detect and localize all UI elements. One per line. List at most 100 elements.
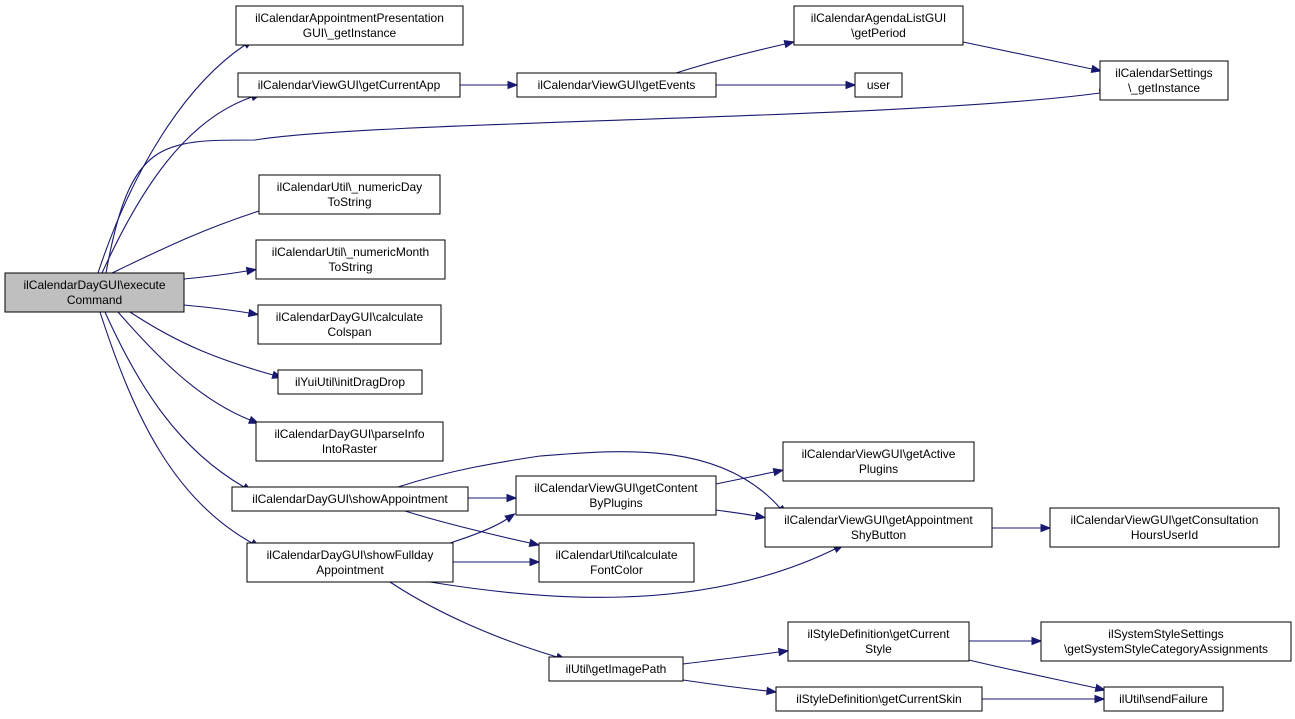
node-label: ilCalendarUtil\_numericMonth — [272, 245, 429, 259]
arrowhead — [504, 513, 516, 523]
node-box — [277, 369, 423, 395]
node-label: Colspan — [327, 325, 371, 339]
arrowhead — [247, 308, 260, 318]
node-box — [538, 542, 695, 583]
node-imagepath[interactable]: ilUtil\getImagePath — [548, 656, 684, 682]
edge-line — [104, 311, 245, 488]
node-calsettings[interactable]: ilCalendarSettings\_getInstance — [1099, 60, 1229, 101]
arrowhead — [1094, 694, 1106, 704]
node-label: ilCalendarAppointmentPresentation — [255, 11, 444, 25]
node-label: ilUtil\sendFailure — [1119, 692, 1208, 706]
edge-contentplugins-to-shybutton — [715, 509, 767, 521]
edge-currentstyle-to-sendfailure — [968, 659, 1107, 693]
edge-getevents-to-user — [716, 80, 857, 90]
edge-line — [183, 304, 250, 314]
node-box — [548, 656, 684, 682]
node-box — [231, 486, 469, 512]
edge-root-to-getcurrentapp — [101, 93, 262, 274]
node-label: ilCalendarSettings — [1115, 66, 1212, 80]
node-box — [793, 5, 964, 46]
node-label: GUI\_getInstance — [303, 26, 397, 40]
arrowhead — [528, 538, 541, 548]
node-label: ilStyleDefinition\getCurrentSkin — [796, 692, 961, 706]
arrowhead — [754, 511, 767, 521]
edge-showappt-to-fontcolor — [404, 510, 541, 548]
edge-root-to-showappt — [104, 311, 253, 493]
edge-line — [389, 581, 558, 658]
node-label: ilCalendarViewGUI\getCurrentApp — [258, 78, 441, 92]
edge-line — [968, 659, 1097, 689]
edge-currentstyle-to-systemstyle — [969, 636, 1043, 646]
node-box — [775, 686, 983, 712]
node-apptpres[interactable]: ilCalendarAppointmentPresentationGUI\_ge… — [235, 5, 464, 46]
arrowhead — [1031, 636, 1043, 646]
node-box — [516, 72, 717, 98]
edge-root-to-parseinfo — [117, 311, 260, 424]
edge-line — [101, 96, 253, 274]
node-label: IntoRaster — [322, 442, 377, 456]
node-label: ShyButton — [851, 528, 906, 542]
node-box — [255, 239, 446, 280]
node-label: Command — [67, 293, 122, 307]
node-label: user — [867, 78, 890, 92]
node-systemstyle[interactable]: ilSystemStyleSettings\getSystemStyleCate… — [1040, 621, 1292, 662]
node-label: ilCalendarUtil\_numericDay — [277, 180, 422, 194]
edge-root-to-showfullday — [99, 311, 262, 549]
edge-imagepath-to-currentskin — [682, 679, 778, 696]
node-getcurrentapp[interactable]: ilCalendarViewGUI\getCurrentApp — [237, 72, 461, 98]
node-label: ilCalendarViewGUI\getContent — [534, 481, 698, 495]
edge-currentskin-to-sendfailure — [982, 694, 1106, 704]
node-label: Appointment — [316, 563, 384, 577]
node-label: ByPlugins — [589, 496, 642, 510]
edge-line — [183, 270, 248, 280]
node-consultation[interactable]: ilCalendarViewGUI\getConsultationHoursUs… — [1049, 507, 1280, 548]
node-label: ToString — [327, 195, 371, 209]
node-user[interactable]: user — [854, 72, 903, 98]
edge-root-to-nummonth — [183, 266, 258, 280]
edge-line — [715, 509, 757, 517]
node-getevents[interactable]: ilCalendarViewGUI\getEvents — [516, 72, 717, 98]
edge-line — [111, 209, 263, 274]
node-box — [4, 272, 185, 313]
node-box — [787, 621, 970, 662]
node-label: FontColor — [590, 563, 643, 577]
arrowhead — [772, 467, 785, 477]
node-box — [782, 441, 975, 482]
arrowhead — [1090, 64, 1103, 74]
arrowhead — [506, 493, 518, 503]
edge-line — [397, 451, 781, 509]
node-box — [1049, 507, 1280, 548]
node-shybutton[interactable]: ilCalendarViewGUI\getAppointmentShyButto… — [764, 507, 993, 548]
node-box — [1099, 60, 1229, 101]
node-currentskin[interactable]: ilStyleDefinition\getCurrentSkin — [775, 686, 983, 712]
node-label: ilCalendarViewGUI\getAppointment — [784, 513, 973, 527]
node-showappt[interactable]: ilCalendarDayGUI\showAppointment — [231, 486, 469, 512]
nodes: ilCalendarDayGUI\executeCommandilCalenda… — [4, 5, 1292, 712]
edge-line — [99, 311, 253, 544]
edge-line — [682, 679, 768, 692]
edge-line — [962, 41, 1093, 70]
node-agendaperiod[interactable]: ilCalendarAgendaListGUI\getPeriod — [793, 5, 964, 46]
edge-showfullday-to-imagepath — [389, 581, 567, 661]
node-label: ilCalendarDayGUI\execute — [23, 278, 165, 292]
node-label: Style — [865, 642, 892, 656]
node-label: ilCalendarDayGUI\calculate — [276, 310, 424, 324]
node-dragdrop[interactable]: ilYuiUtil\initDragDrop — [277, 369, 423, 395]
edge-showfullday-to-contentplugins — [449, 513, 516, 544]
node-label: ilCalendarDayGUI\showFullday — [267, 548, 434, 562]
node-box — [1103, 686, 1224, 712]
node-label: Plugins — [859, 462, 898, 476]
node-box — [764, 507, 993, 548]
node-sendfailure[interactable]: ilUtil\sendFailure — [1103, 686, 1224, 712]
